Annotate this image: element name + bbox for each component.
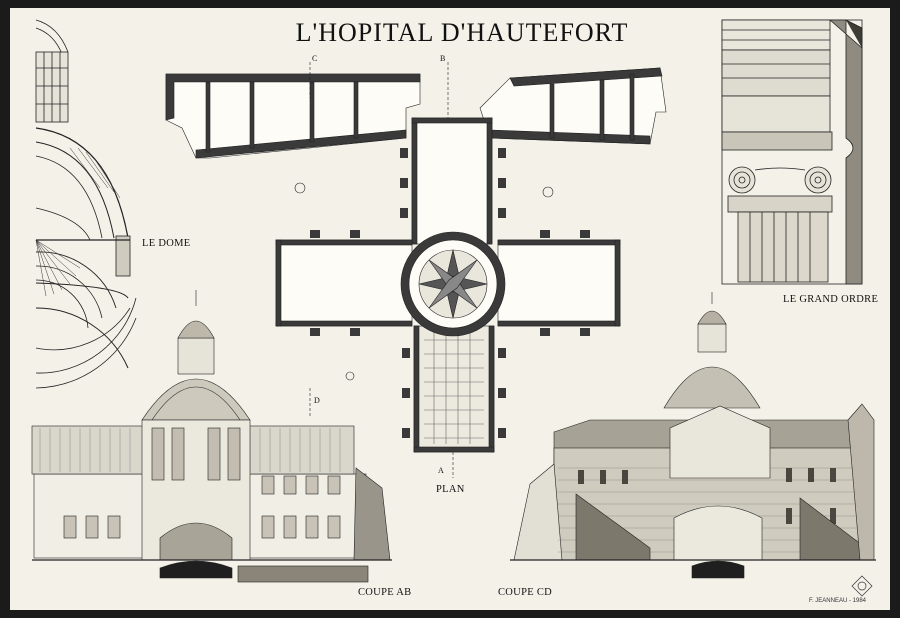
label-coupe-cd: COUPE CD — [498, 587, 553, 598]
label-le-grand-ordre: LE GRAND ORDRE — [783, 294, 879, 305]
floor-plan — [165, 62, 667, 478]
grand-ordre-detail — [721, 19, 863, 285]
signature: F. JEANNEAU - 1984 — [808, 598, 866, 604]
label-plan: PLAN — [436, 484, 465, 495]
section-mark-b: B — [440, 54, 446, 63]
scale-mark — [851, 575, 873, 597]
section-mark-d: D — [314, 396, 320, 405]
dome-detail — [35, 19, 137, 389]
section-mark-c: C — [312, 54, 318, 63]
label-le-dome: LE DOME — [142, 238, 191, 249]
architectural-drawing — [31, 19, 876, 597]
section-mark-a: A — [438, 466, 444, 475]
coupe-cd-section — [510, 292, 876, 579]
sheet-title: L'HOPITAL D'HAUTEFORT — [295, 18, 629, 47]
drawing-sheet: L'HOPITAL D'HAUTEFORT LE DOME LE GRAND O… — [10, 8, 890, 610]
label-coupe-ab: COUPE AB — [358, 587, 412, 598]
coupe-ab-section — [31, 290, 392, 583]
dome-ribs — [35, 147, 121, 297]
